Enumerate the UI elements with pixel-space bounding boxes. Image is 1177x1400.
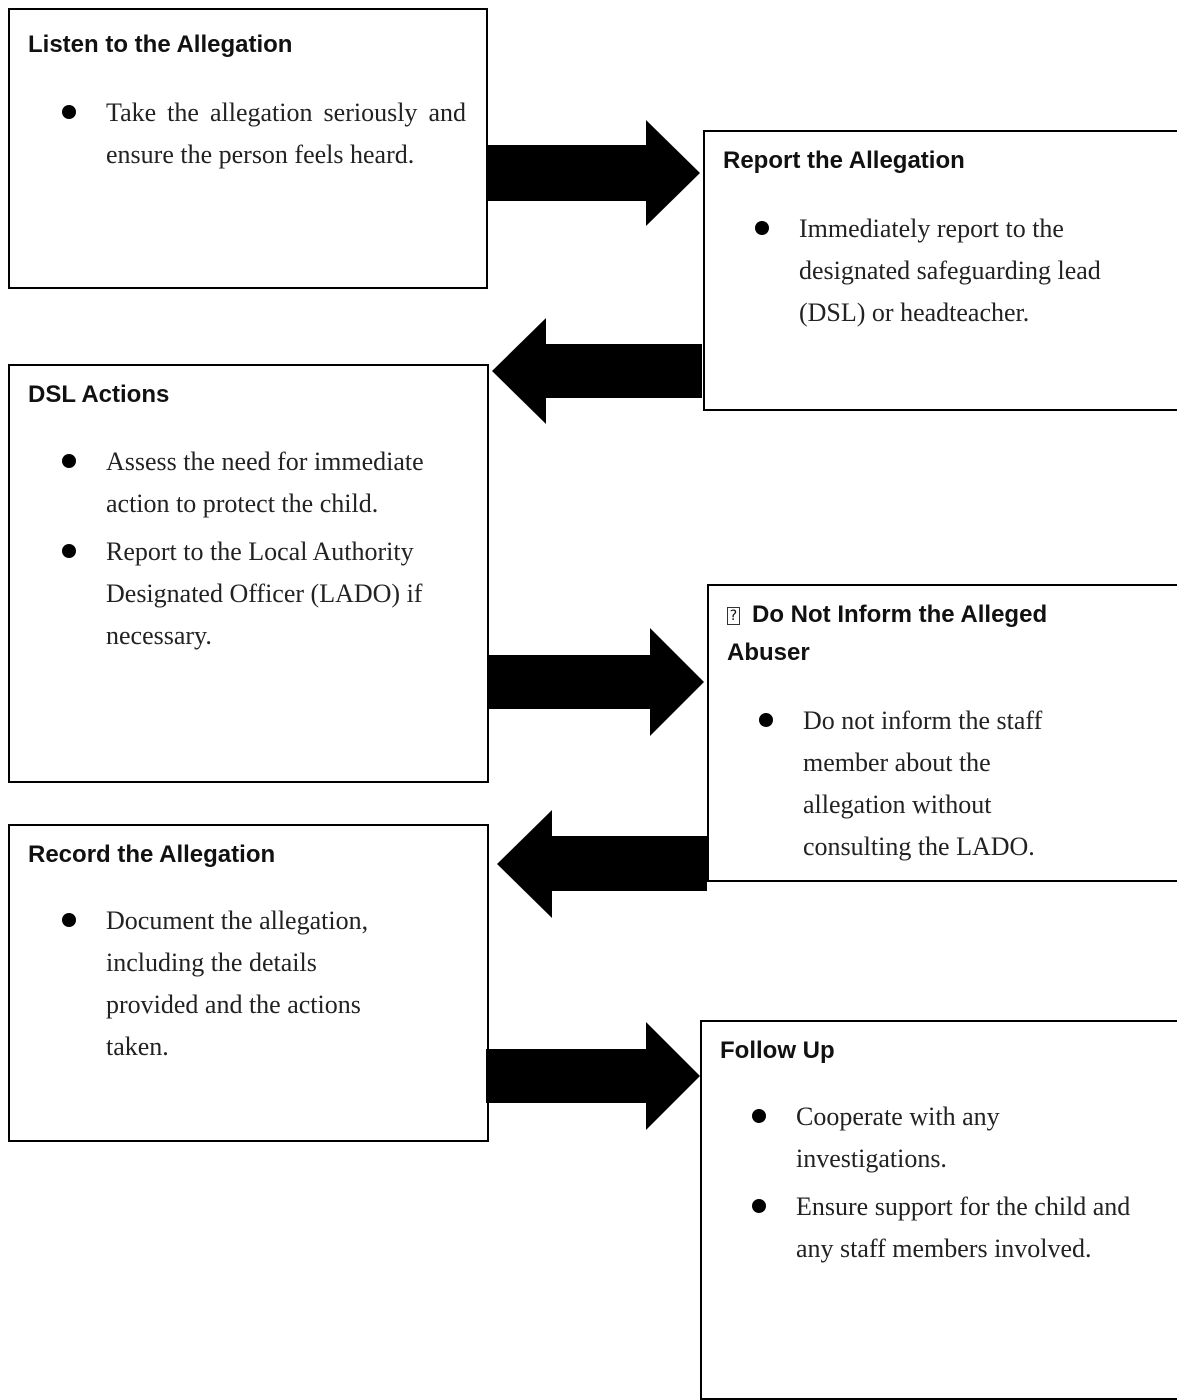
list-item: Take the allegation seriously and ensure…: [58, 92, 466, 176]
step-bullet-list: Take the allegation seriously and ensure…: [58, 92, 466, 182]
step-dsl-actions-box: DSL Actions Assess the need for immediat…: [8, 364, 489, 783]
step-title: DSL Actions: [28, 381, 170, 408]
bullet-icon: [752, 1199, 766, 1213]
step-follow-up-box: Follow Up Cooperate with any investigati…: [700, 1020, 1177, 1400]
step-bullet-list: Immediately report to the designated saf…: [751, 208, 1131, 340]
arrow-right-icon: [486, 120, 700, 226]
step-report-box: Report the Allegation Immediately report…: [703, 130, 1177, 411]
step-title: Follow Up: [720, 1037, 835, 1064]
arrow-right-icon: [488, 628, 704, 736]
step-bullet-list: Do not inform the staff member about the…: [755, 700, 1075, 874]
arrow-left-icon: [492, 318, 702, 424]
bullet-icon: [759, 713, 773, 727]
bullet-icon: [752, 1109, 766, 1123]
bullet-icon: [62, 105, 76, 119]
arrow-left-icon: [497, 810, 707, 918]
list-item: Cooperate with any investigations.: [748, 1096, 1138, 1180]
missing-glyph-icon: ?: [727, 606, 740, 625]
list-item: Document the allegation, including the d…: [58, 900, 408, 1068]
step-record-box: Record the Allegation Document the alleg…: [8, 824, 489, 1142]
step-do-not-inform-box: ?Do Not Inform the Alleged Abuser Do not…: [707, 584, 1177, 882]
step-title: ?Do Not Inform the Alleged Abuser: [727, 601, 1048, 666]
list-item: Ensure support for the child and any sta…: [748, 1186, 1138, 1270]
bullet-icon: [62, 913, 76, 927]
step-title: Listen to the Allegation: [28, 31, 293, 58]
step-bullet-list: Document the allegation, including the d…: [58, 900, 408, 1074]
step-bullet-list: Cooperate with any investigations. Ensur…: [748, 1096, 1138, 1276]
bullet-icon: [62, 454, 76, 468]
step-listen-box: Listen to the Allegation Take the allega…: [8, 8, 488, 289]
bullet-icon: [62, 544, 76, 558]
step-bullet-list: Assess the need for immediate action to …: [58, 441, 478, 663]
list-item: Immediately report to the designated saf…: [751, 208, 1131, 334]
list-item: Assess the need for immediate action to …: [58, 441, 478, 525]
list-item: Report to the Local Authority Designated…: [58, 531, 478, 657]
step-title: Record the Allegation: [28, 841, 276, 868]
step-title: Report the Allegation: [723, 147, 965, 174]
arrow-right-icon: [486, 1022, 700, 1130]
bullet-icon: [755, 221, 769, 235]
list-item: Do not inform the staff member about the…: [755, 700, 1075, 868]
